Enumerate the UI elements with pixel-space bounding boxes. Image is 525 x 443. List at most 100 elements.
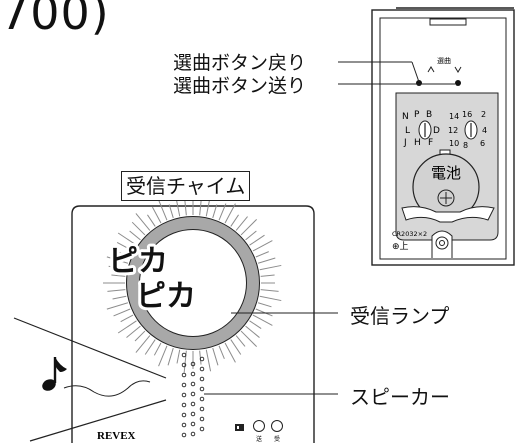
lamp-ray: [255, 251, 269, 258]
model-title: 700): [0, 0, 110, 40]
send-led: [253, 420, 265, 432]
dial-number: 16: [462, 110, 472, 119]
lamp-ray: [218, 345, 225, 359]
forward-button-label: 選曲ボタン送り: [173, 75, 307, 97]
lamp-ray: [245, 325, 260, 338]
lamp-ray: [245, 230, 257, 241]
speaker-hole: [181, 352, 187, 358]
back-button-label: 選曲ボタン戻り: [173, 52, 307, 74]
lamp-ray: [144, 339, 156, 355]
lamp-ray: [117, 251, 131, 258]
speaker-hole: [181, 422, 187, 428]
lamp-ray: [111, 274, 126, 277]
speaker-hole: [181, 372, 187, 378]
lamp-ray: [168, 204, 174, 219]
lamp-ray: [240, 219, 257, 236]
speaker-hole: [190, 421, 196, 427]
lamp-ray: [230, 339, 242, 355]
flash-text-2: ピカ: [136, 279, 196, 314]
svg-text:ピカ: ピカ: [108, 244, 168, 279]
battery-label: 電池: [431, 164, 461, 182]
receive-led-label: 受: [274, 435, 280, 443]
receiver-title: 受信チャイム: [121, 171, 251, 201]
lamp-ray: [176, 349, 181, 364]
speaker-hole: [199, 366, 205, 372]
speaker-hole: [181, 382, 187, 388]
lamp-ray: [135, 213, 151, 231]
lamp-ray: [108, 265, 127, 271]
lamp-ray: [131, 221, 146, 236]
speaker-hole: [190, 361, 196, 367]
speaker-hole: [181, 362, 187, 368]
lamp-ray: [120, 314, 134, 323]
dial-letter: P: [414, 110, 420, 120]
dial-letter: L: [405, 126, 410, 136]
speaker-hole: [190, 371, 196, 377]
flash-text-1: ピカ: [108, 244, 168, 279]
dial-number: 6: [480, 139, 485, 148]
orientation-label: ⊕上: [392, 241, 409, 252]
lamp-ray: [252, 240, 273, 252]
dial-letter: H: [414, 138, 421, 148]
dial-letter: B: [426, 110, 432, 120]
lamp-ray: [117, 320, 137, 334]
lamp-ray: [129, 230, 141, 241]
lamp-ray: [147, 214, 156, 227]
lamp-ray: [255, 308, 273, 317]
dial-number: 14: [449, 112, 459, 121]
lamp-ray: [249, 234, 265, 246]
lamp-ray: [235, 335, 246, 347]
lamp-ray: [260, 274, 275, 277]
forward-button-dot: [455, 80, 461, 86]
lamp-ray: [107, 289, 126, 292]
receive-led: [271, 420, 283, 432]
speaker-hole: [199, 426, 205, 432]
dial-number: 4: [482, 126, 487, 135]
lamp-ray: [106, 302, 129, 310]
select-label: 選曲: [437, 56, 451, 65]
lamp-ray: [259, 264, 282, 271]
dial-number: 8: [463, 141, 468, 150]
lamp-ray: [135, 335, 151, 353]
receive-lamp: [126, 216, 260, 350]
brand-logo: REVEX: [97, 430, 136, 442]
speaker-hole: [190, 391, 196, 397]
lamp-ray: [259, 295, 282, 302]
battery-type: CR2032×2: [392, 230, 427, 238]
speaker-grille: [181, 352, 205, 438]
speaker-hole: [199, 386, 205, 392]
speaker-hole: [190, 381, 196, 387]
battery-plus-icon: [437, 189, 455, 207]
lamp-ray: [257, 257, 276, 264]
speaker-hole: [199, 416, 205, 422]
speaker-hole: [199, 406, 205, 412]
speaker-hole: [190, 411, 196, 417]
lamp-ray: [212, 347, 219, 366]
dial-number: 2: [481, 110, 486, 119]
speaker-hole: [199, 396, 205, 402]
speaker-hole: [190, 401, 196, 407]
dial-number: 12: [448, 126, 458, 135]
lamp-ray: [112, 295, 127, 300]
speaker-hole: [181, 402, 187, 408]
speaker-hole: [199, 356, 205, 362]
lamp-ray: [257, 302, 272, 308]
speaker-hole: [181, 412, 187, 418]
dial-letter: N: [402, 112, 409, 122]
dial-letter: F: [428, 138, 433, 148]
sound-wave-icon: [63, 380, 151, 397]
lamp-ray: [117, 232, 137, 246]
lamp-ray: [235, 216, 248, 231]
send-led-label: 送: [256, 435, 262, 443]
dial-letter: D: [433, 126, 440, 136]
lamp-ray: [240, 330, 257, 347]
receiver-body: [71, 205, 315, 443]
lamp-label: 受信ランプ: [350, 304, 450, 328]
lamp-ray: [116, 242, 134, 252]
speaker-label: スピーカー: [350, 385, 450, 409]
lamp-ray: [113, 308, 131, 317]
